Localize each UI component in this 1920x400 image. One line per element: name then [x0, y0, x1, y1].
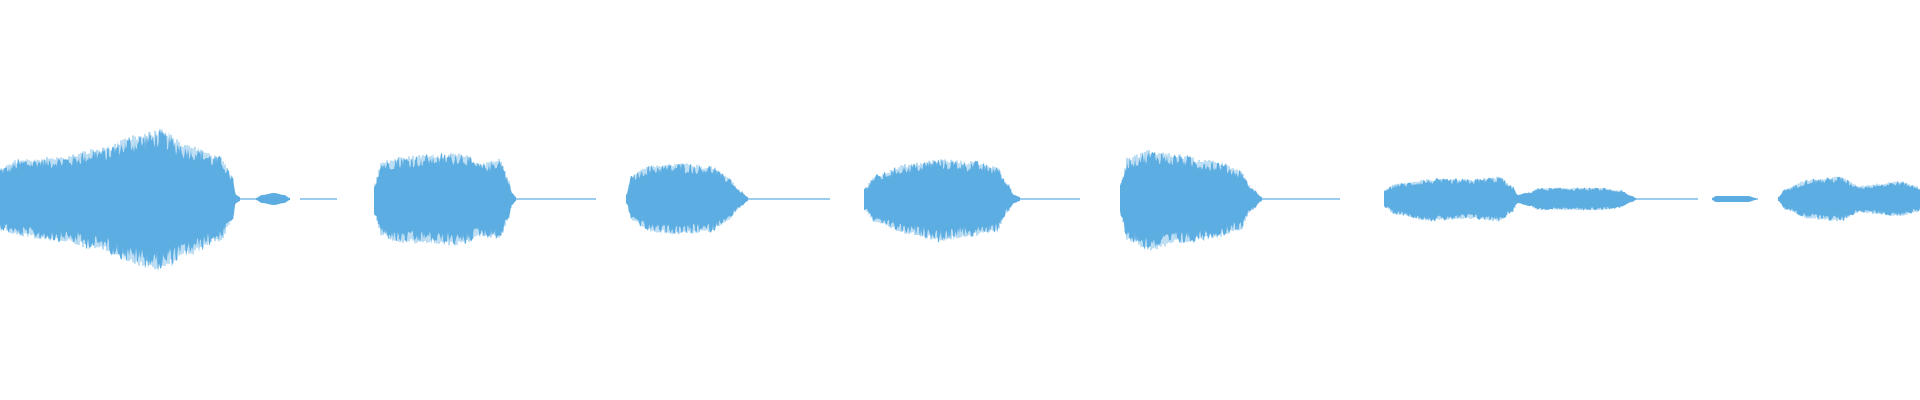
waveform-segment-5-texture — [1120, 150, 1256, 251]
waveform-segment-7 — [1712, 196, 1756, 202]
waveform-segment-6-texture — [1384, 176, 1620, 222]
waveform-segment-1-texture — [0, 130, 234, 270]
waveform-segment-1 — [0, 128, 240, 272]
waveform-segment-3-texture — [628, 163, 740, 235]
waveform-segment-6 — [1384, 176, 1636, 222]
waveform-segment-8-texture — [1784, 176, 1920, 221]
waveform-segment-4-texture — [864, 159, 1012, 241]
waveform-segment-2-texture — [374, 153, 512, 246]
waveform-segments — [0, 128, 1920, 272]
